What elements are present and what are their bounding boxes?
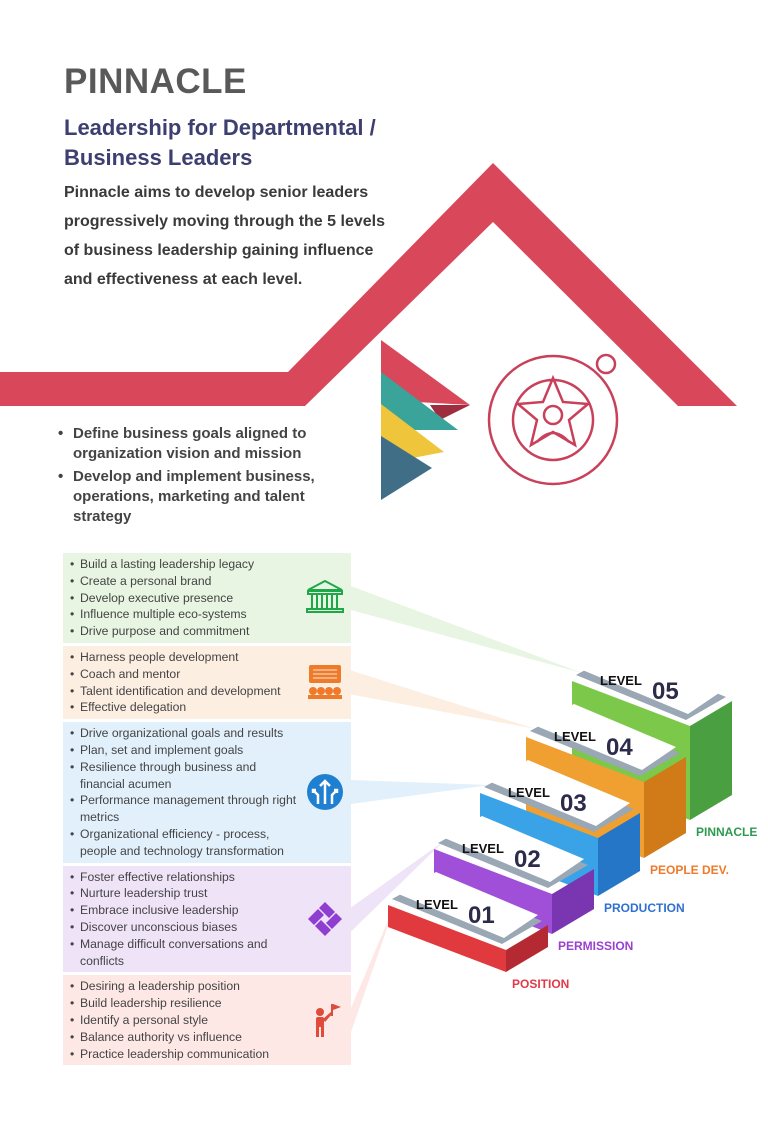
list-item: Drive organizational goals and results xyxy=(67,725,303,742)
step-03-side xyxy=(598,813,640,896)
linked-hands-icon xyxy=(305,899,345,939)
level-01-box: Desiring a leadership positionBuild lead… xyxy=(63,975,351,1066)
list-item: Identify a personal style xyxy=(67,1012,303,1029)
list-item: Drive purpose and commitment xyxy=(67,623,303,640)
level-number-label: 01 xyxy=(468,902,495,929)
star-person-icon xyxy=(487,353,619,486)
list-item: Create a personal brand xyxy=(67,573,303,590)
list-item: Talent identification and development xyxy=(67,683,303,700)
page-subtitle: Leadership for Departmental / Business L… xyxy=(64,115,376,170)
list-item: Manage difficult conversations and confl… xyxy=(67,936,303,970)
level-word-label: LEVEL xyxy=(508,785,550,800)
growth-arrows-icon xyxy=(305,772,345,812)
level-number-label: 03 xyxy=(560,790,587,817)
level-02-box: Foster effective relationshipsNurture le… xyxy=(63,865,351,973)
beam xyxy=(351,841,444,932)
person-flag-icon xyxy=(305,1000,345,1040)
level-name-label: PRODUCTION xyxy=(604,901,685,915)
list-item: Foster effective relationships xyxy=(67,869,303,886)
list-item: Build a lasting leadership legacy xyxy=(67,556,303,573)
level-number-label: 02 xyxy=(514,846,541,873)
connector-beams xyxy=(351,586,582,1032)
level-04-box: Harness people developmentCoach and ment… xyxy=(63,645,351,720)
list-item: Build leadership resilience xyxy=(67,995,303,1012)
list-item: Nurture leadership trust xyxy=(67,885,303,902)
step-04-top xyxy=(534,704,676,770)
list-item: Practice leadership communication xyxy=(67,1046,303,1063)
roof-chevron xyxy=(0,163,737,406)
step-01-side xyxy=(506,925,548,972)
list-item: Desiring a leadership position xyxy=(67,978,303,995)
list-item: Embrace inclusive leadership xyxy=(67,902,303,919)
beam xyxy=(351,586,582,673)
list-item: Plan, set and implement goals xyxy=(67,742,303,759)
level-word-label: LEVEL xyxy=(554,729,596,744)
list-item: Influence multiple eco-systems xyxy=(67,606,303,623)
step-02-top xyxy=(442,816,584,882)
step-02-side xyxy=(552,869,594,934)
level-number-label: 05 xyxy=(652,678,679,705)
list-item: Coach and mentor xyxy=(67,666,303,683)
institution-building-icon xyxy=(305,578,345,618)
level-word-label: LEVEL xyxy=(600,673,642,688)
list-item: Performance management through right met… xyxy=(67,792,303,826)
list-item: Resilience through business and financia… xyxy=(67,759,303,793)
step-05-side xyxy=(690,701,732,820)
step-04-side xyxy=(644,757,686,858)
list-item: Harness people development xyxy=(67,649,303,666)
level-boxes: Build a lasting leadership legacyCreate … xyxy=(63,553,351,1066)
beam xyxy=(351,897,398,1032)
level-name-label: PERMISSION xyxy=(558,939,633,953)
level-01-list: Desiring a leadership positionBuild lead… xyxy=(67,978,303,1062)
intro-text: Pinnacle aims to develop senior leaders … xyxy=(64,184,385,288)
level-02-list: Foster effective relationshipsNurture le… xyxy=(67,869,303,970)
step-01-front xyxy=(388,905,506,972)
goals-list: Define business goals aligned to organiz… xyxy=(58,424,358,530)
presentation-audience-icon xyxy=(305,663,345,703)
beam xyxy=(351,670,536,729)
step-01-top xyxy=(396,872,538,938)
layered-triangles-graphic xyxy=(381,340,470,500)
list-item: Develop executive presence xyxy=(67,590,303,607)
level-word-label: LEVEL xyxy=(416,897,458,912)
list-item: Balance authority vs influence xyxy=(67,1029,303,1046)
level-name-label: POSITION xyxy=(512,977,569,991)
list-item: Discover unconscious biases xyxy=(67,919,303,936)
level-word-label: LEVEL xyxy=(462,841,504,856)
page-title: PINNACLE xyxy=(64,62,247,101)
goal-item: Define business goals aligned to organiz… xyxy=(58,424,358,464)
list-item: Effective delegation xyxy=(67,699,303,716)
goal-item: Develop and implement business, operatio… xyxy=(58,467,358,527)
beam xyxy=(351,780,490,804)
level-05-box: Build a lasting leadership legacyCreate … xyxy=(63,553,351,643)
step-05-top xyxy=(580,648,722,714)
level-04-list: Harness people developmentCoach and ment… xyxy=(67,649,303,716)
step-03-top xyxy=(488,760,630,826)
level-number-label: 04 xyxy=(606,734,633,761)
level-name-label: PEOPLE DEV. xyxy=(650,863,729,877)
level-03-box: Drive organizational goals and resultsPl… xyxy=(63,722,351,863)
level-03-list: Drive organizational goals and resultsPl… xyxy=(67,725,303,859)
level-name-label: PINNACLE xyxy=(696,825,757,839)
list-item: Organizational efficiency - process, peo… xyxy=(67,826,303,860)
level-05-list: Build a lasting leadership legacyCreate … xyxy=(67,556,303,640)
